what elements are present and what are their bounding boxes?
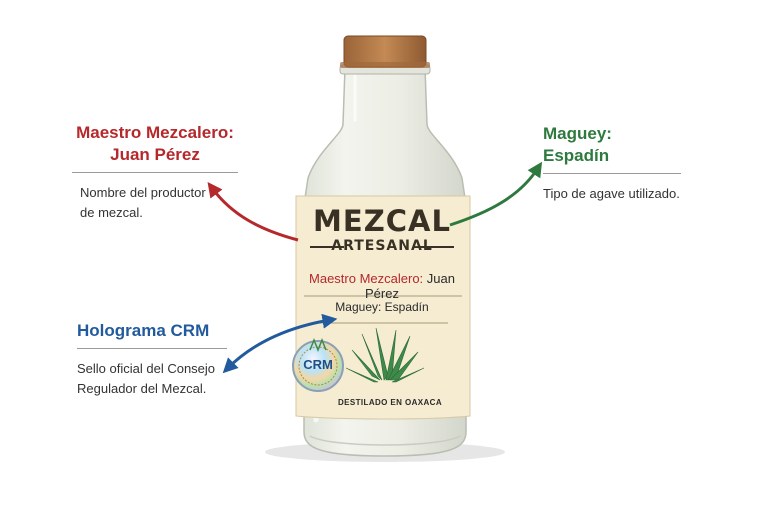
callout-maestro-title-line2: Juan Pérez (110, 145, 200, 164)
callout-maestro-desc: Nombre del productor de mezcal. (72, 183, 238, 223)
callout-maestro-desc-line2: de mezcal. (80, 205, 143, 220)
callout-crm-desc-line1: Sello oficial del Consejo (77, 361, 216, 376)
callout-maestro-title: Maestro Mezcalero: Juan Pérez (72, 122, 238, 166)
callout-crm-divider (77, 348, 227, 349)
callout-maestro-divider (72, 172, 238, 173)
callout-maguey-divider (543, 173, 681, 174)
label-title: MEZCAL (313, 204, 451, 238)
arrow-maguey (449, 161, 543, 227)
callout-maestro-desc-line1: Nombre del productor (80, 185, 206, 200)
callout-maguey-title: Maguey: Espadín (543, 124, 612, 165)
callout-crm-desc: Sello oficial del Consejo Regulador del … (77, 359, 227, 399)
callout-maguey-desc: Tipo de agave utilizado. (543, 186, 680, 201)
label-footer: DESTILADO EN OAXACA (337, 398, 443, 407)
callout-maestro: Maestro Mezcalero: Juan Pérez Nombre del… (72, 122, 238, 223)
callout-crm-desc-line2: Regulador del Mezcal. (77, 381, 207, 396)
label-maestro-value: Juan Pérez (365, 271, 455, 301)
arrow-maestro (207, 181, 299, 242)
label-maguey: Maguey: Espadín (335, 300, 429, 314)
arrow-crm (222, 313, 338, 374)
label-subtitle: ARTESANAL (331, 238, 433, 254)
callout-crm: Holograma CRM Sello oficial del Consejo … (77, 320, 227, 399)
callout-maestro-title-line1: Maestro Mezcalero: (76, 123, 234, 142)
callout-maguey: Maguey: Espadín Tipo de agave utilizado. (543, 123, 681, 204)
agave-plant (345, 327, 425, 383)
label-maestro: Maestro Mezcalero: Juan Pérez (298, 271, 466, 301)
crm-seal-text: CRM (303, 357, 333, 372)
callout-crm-title: Holograma CRM (77, 321, 210, 340)
label-maestro-key: Maestro Mezcalero: (309, 271, 424, 286)
